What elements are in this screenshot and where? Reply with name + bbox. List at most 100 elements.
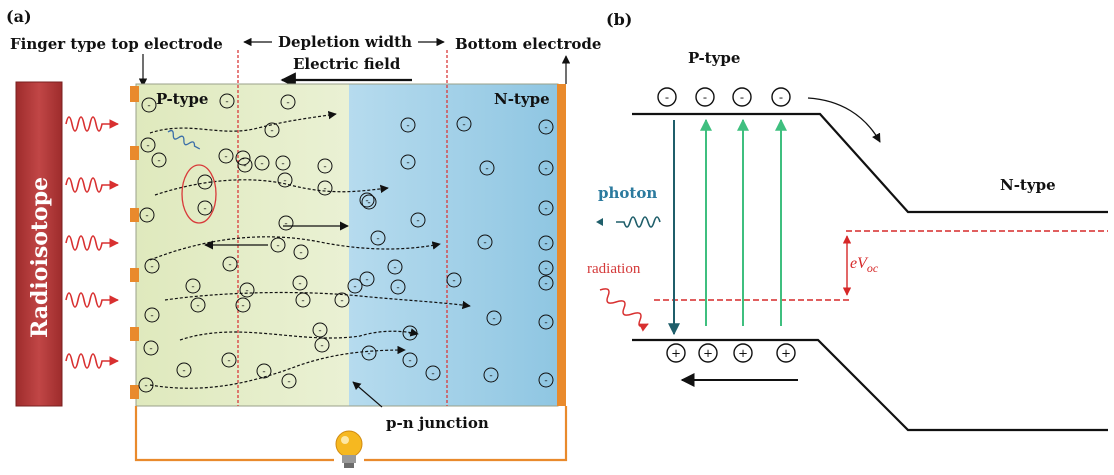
- electron: -: [197, 200, 213, 216]
- svg-text:-: -: [276, 241, 279, 251]
- electron: -: [292, 275, 308, 291]
- finger-electrode: [130, 385, 139, 399]
- radiation-label: radiation: [587, 261, 641, 277]
- svg-text:-: -: [353, 282, 356, 292]
- hole-b: +: [776, 343, 796, 363]
- electron: -: [264, 122, 280, 138]
- electron: -: [400, 117, 416, 133]
- bottom-electrode: [557, 84, 566, 406]
- electron: -: [538, 119, 554, 135]
- depletion-width-label: Depletion width: [278, 33, 412, 51]
- svg-text:-: -: [281, 159, 284, 169]
- light-bulb-icon: [335, 430, 363, 468]
- svg-text:-: -: [406, 121, 409, 131]
- svg-text:-: -: [340, 296, 343, 306]
- electron: -: [219, 93, 235, 109]
- electron: -: [538, 235, 554, 251]
- electron: -: [277, 172, 293, 188]
- electron: -: [270, 237, 286, 253]
- electron: -: [254, 155, 270, 171]
- svg-text:-: -: [299, 248, 302, 258]
- junction-label: p-n junction: [386, 414, 489, 432]
- electron: -: [218, 148, 234, 164]
- svg-text:-: -: [301, 296, 304, 306]
- svg-text:-: -: [241, 301, 244, 311]
- svg-text:-: -: [416, 216, 419, 226]
- svg-text:-: -: [144, 381, 147, 391]
- svg-text:-: -: [241, 154, 244, 164]
- photon-wave-head: [596, 218, 603, 226]
- electron: -: [317, 158, 333, 174]
- svg-text:-: -: [182, 366, 185, 376]
- svg-text:-: -: [408, 329, 411, 339]
- electron: -: [144, 258, 160, 274]
- hole-b: +: [733, 343, 753, 363]
- photon-wave-b: [616, 216, 661, 228]
- panel-a: (a) Finger type top electrode Depletion …: [6, 7, 601, 468]
- radiation-waves: [65, 116, 119, 369]
- electron: -: [144, 307, 160, 323]
- svg-text:-: -: [196, 301, 199, 311]
- svg-text:-: -: [245, 286, 248, 296]
- electron: -: [359, 271, 375, 287]
- svg-text:-: -: [147, 101, 150, 111]
- svg-text:+: +: [703, 346, 713, 360]
- svg-text:-: -: [323, 162, 326, 172]
- svg-text:-: -: [544, 376, 547, 386]
- carrier-path: [179, 328, 419, 341]
- carrier-path: [164, 291, 471, 310]
- electron: -: [221, 352, 237, 368]
- electron: -: [400, 154, 416, 170]
- finger-electrode: [130, 327, 139, 341]
- svg-text:-: -: [203, 204, 206, 214]
- generated-pair-highlight: [181, 164, 217, 224]
- svg-text:-: -: [483, 238, 486, 248]
- electron-b: -: [657, 87, 677, 107]
- svg-text:-: -: [149, 344, 152, 354]
- electron: -: [347, 278, 363, 294]
- svg-text:-: -: [262, 367, 265, 377]
- finger-electrode: [130, 268, 139, 282]
- electron: -: [538, 200, 554, 216]
- electron: -: [402, 352, 418, 368]
- electron: -: [222, 256, 238, 272]
- finger-electrodes: [130, 86, 139, 399]
- electric-field-label: Electric field: [293, 55, 401, 73]
- electron: -: [387, 259, 403, 275]
- electron: -: [361, 345, 377, 361]
- svg-text:-: -: [393, 263, 396, 273]
- svg-text:-: -: [779, 90, 783, 104]
- svg-text:-: -: [323, 184, 326, 194]
- svg-text:-: -: [146, 141, 149, 151]
- svg-text:+: +: [781, 346, 791, 360]
- svg-text:-: -: [225, 97, 228, 107]
- electron: -: [256, 363, 272, 379]
- conduction-band: [632, 112, 1108, 214]
- junction-pointer: [352, 381, 383, 408]
- electron: -: [359, 192, 375, 208]
- electron: -: [239, 282, 255, 298]
- p-type-label-a: P-type: [156, 90, 208, 108]
- electron: -: [456, 116, 472, 132]
- electron: -: [486, 310, 502, 326]
- svg-text:-: -: [227, 356, 230, 366]
- electron: -: [143, 340, 159, 356]
- electron: -: [538, 160, 554, 176]
- electron: -: [410, 212, 426, 228]
- svg-text:-: -: [544, 318, 547, 328]
- electron: -: [402, 325, 418, 341]
- panel-b: (b) P-type N-type eVoc photon radiation: [587, 10, 1108, 432]
- electron-b: -: [771, 87, 791, 107]
- svg-text:+: +: [738, 346, 748, 360]
- voc-main: eV: [850, 255, 869, 272]
- voc-subscript: oc: [867, 261, 879, 275]
- electron: -: [293, 244, 309, 260]
- svg-text:-: -: [408, 356, 411, 366]
- finger-electrode: [130, 208, 139, 222]
- external-circuit-wire: [134, 406, 568, 462]
- photon-wave-a: [167, 129, 201, 150]
- svg-text:-: -: [365, 275, 368, 285]
- electron: -: [235, 297, 251, 313]
- svg-text:-: -: [396, 283, 399, 293]
